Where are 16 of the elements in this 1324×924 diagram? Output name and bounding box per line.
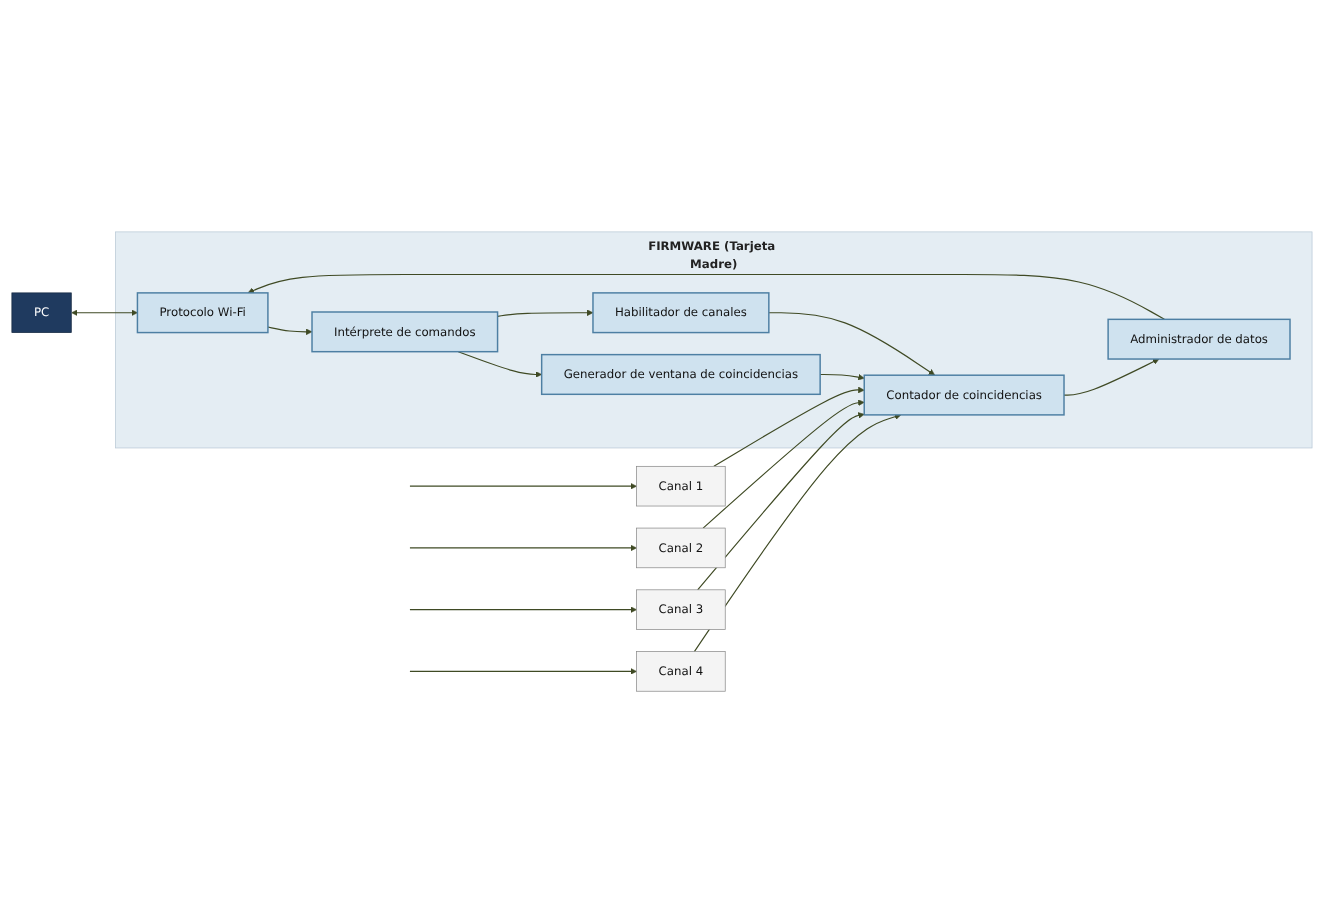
arrow: [713, 387, 865, 468]
arrow: [768, 312, 936, 376]
arrow: [409, 606, 637, 614]
arrow: [457, 351, 542, 379]
arrow: [702, 399, 865, 530]
arrow: [267, 326, 313, 336]
arrow: [71, 309, 138, 317]
arrow: [497, 309, 594, 318]
arrow: [409, 668, 637, 676]
arrow: [247, 274, 1165, 321]
arrow: [409, 545, 637, 552]
arrow: [819, 374, 865, 381]
arrow: [693, 414, 902, 653]
arrow: [697, 412, 865, 591]
arrow: [1063, 359, 1160, 397]
arrow: [409, 483, 637, 490]
